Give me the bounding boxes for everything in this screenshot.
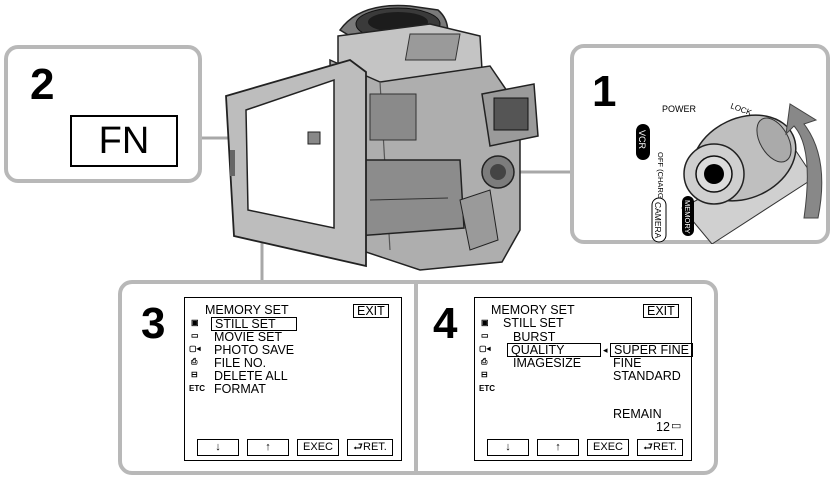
etc-icon: ETC — [479, 384, 495, 393]
down-button[interactable]: ↓ — [487, 439, 529, 456]
down-button[interactable]: ↓ — [197, 439, 239, 456]
menu-item-imagesize[interactable]: IMAGESIZE — [513, 356, 582, 370]
memory-card-icon: ▭ — [671, 420, 682, 432]
step-2-number: 2 — [30, 60, 55, 109]
up-button[interactable]: ↑ — [247, 439, 289, 456]
return-icon: ⮐ — [353, 441, 364, 453]
vcr-label: VCR — [637, 130, 647, 150]
exit-button[interactable]: EXIT — [643, 304, 679, 318]
menu-title: MEMORY SET — [491, 303, 575, 317]
still-set-icon: ▣ — [191, 318, 199, 327]
option-standard[interactable]: STANDARD — [613, 369, 681, 383]
still-set-icon: ▣ — [481, 318, 489, 327]
remain-label: REMAIN — [613, 407, 662, 421]
photo-save-icon: ▢◂ — [479, 344, 491, 353]
file-no-icon: ⎙ — [481, 357, 488, 366]
return-button[interactable]: ⮐RET. — [347, 439, 393, 456]
lock-label: LOCK — [729, 101, 753, 117]
menu-item-file-no[interactable]: FILE NO. — [214, 356, 267, 370]
photo-save-icon: ▢◂ — [189, 344, 201, 353]
up-button[interactable]: ↑ — [537, 439, 579, 456]
camcorder-illustration — [225, 4, 539, 271]
fn-button[interactable]: FN — [70, 115, 178, 167]
memory-label: MEMORY — [683, 200, 692, 234]
step-1-number: 1 — [592, 67, 617, 116]
menu-item-photo-save[interactable]: PHOTO SAVE — [214, 343, 295, 357]
etc-icon: ETC — [189, 384, 205, 393]
option-fine[interactable]: FINE — [613, 356, 642, 370]
menu-item-format[interactable]: FORMAT — [214, 382, 266, 396]
return-icon: ⮐ — [643, 441, 654, 453]
exit-button[interactable]: EXIT — [353, 304, 389, 318]
file-no-icon: ⎙ — [191, 357, 198, 366]
exec-button[interactable]: EXEC — [587, 439, 629, 456]
off-charge-label: OFF (CHARGE) — [656, 152, 665, 207]
menu-title: MEMORY SET — [205, 303, 289, 317]
step-3-number: 3 — [141, 299, 166, 348]
panel-divider — [414, 282, 418, 473]
return-label: RET. — [363, 441, 387, 453]
step-3-menu-screen: MEMORY SET EXIT ▣ STILL SET ▭ MOVIE SET … — [184, 297, 402, 461]
menu-item-delete-all[interactable]: DELETE ALL — [214, 369, 288, 383]
camera-label: CAMERA — [653, 202, 663, 239]
step-2-panel: 2 FN — [4, 45, 202, 183]
return-label: RET. — [653, 441, 677, 453]
quality-pointer-icon: ◂ — [603, 345, 608, 355]
exec-button[interactable]: EXEC — [297, 439, 339, 456]
menu-item-movie-set[interactable]: MOVIE SET — [214, 330, 283, 344]
movie-set-icon: ▭ — [191, 331, 199, 340]
remain-value: 12 — [656, 420, 670, 434]
delete-all-icon: ⊟ — [481, 370, 488, 379]
menu-item-quality[interactable]: QUALITY — [507, 343, 601, 357]
power-label: POWER — [662, 104, 697, 114]
menu-item-still-set[interactable]: STILL SET — [211, 317, 297, 331]
option-super-fine[interactable]: SUPER FINE — [610, 343, 694, 357]
return-button[interactable]: ⮐RET. — [637, 439, 683, 456]
delete-all-icon: ⊟ — [191, 370, 198, 379]
step-4-menu-screen: MEMORY SET EXIT ▣ STILL SET ▭ BURST ▢◂ Q… — [474, 297, 694, 461]
menu-item-burst[interactable]: BURST — [513, 330, 556, 344]
movie-set-icon: ▭ — [481, 331, 489, 340]
step-4-number: 4 — [433, 299, 458, 348]
submenu-still-set: STILL SET — [503, 316, 564, 330]
step-1-panel: 1 POWER LOCK VCR OFF (CHARGE) CAMERA MEM… — [570, 44, 830, 244]
power-switch-illustration: POWER LOCK VCR OFF (CHARGE) CAMERA MEMOR… — [636, 101, 823, 244]
